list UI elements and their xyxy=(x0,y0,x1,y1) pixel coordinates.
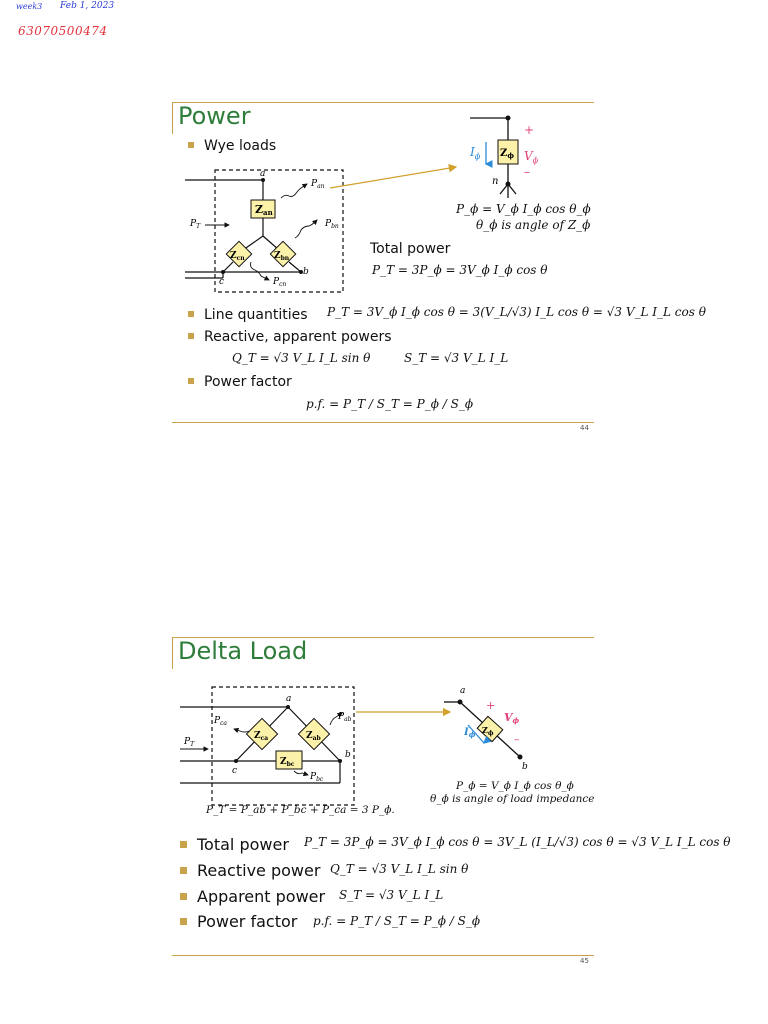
node-a: a xyxy=(286,694,291,704)
minus-sign: – xyxy=(514,733,520,746)
p-bc-label: Pbc xyxy=(309,772,324,783)
slide-delta-load: Delta Load Zca Zab Zbc a b c Pab xyxy=(0,635,768,970)
v-phi-label: Vϕ xyxy=(524,149,539,165)
node-b: b xyxy=(303,267,309,277)
minus-sign: – xyxy=(524,165,530,179)
callout-arrow xyxy=(329,164,458,189)
eq-reactive: Q_T = √3 V_L I_L sin θ xyxy=(232,351,371,365)
node-a: a xyxy=(260,169,265,179)
page-number: 45 xyxy=(580,957,589,965)
i-phi-label: Iϕ xyxy=(463,727,476,739)
z-ab-label: Zab xyxy=(306,731,321,742)
i-phi-label: Iϕ xyxy=(469,145,481,161)
slide-title: Delta Load xyxy=(178,637,308,665)
load-boundary-box xyxy=(211,686,355,806)
slide-power: Power Wye loads Zan Zcn Zbn a xyxy=(0,100,768,435)
eq-total-power: P_T = 3P_ϕ = 3V_ϕ I_ϕ cos θ = 3V_L (I_L/… xyxy=(304,835,731,849)
node-b: b xyxy=(522,762,528,771)
z-cn-box xyxy=(225,240,253,268)
eq-angle-note: θ_ϕ is angle of Z_ϕ xyxy=(476,218,591,232)
handwritten-date: Feb 1, 2023 xyxy=(60,1,115,11)
load-boundary-box xyxy=(214,169,344,293)
bullet-reactive-apparent: Reactive, apparent powers xyxy=(188,329,392,345)
wye-load-diagram: Zan Zcn Zbn a b c Pan Pbn Pcn PT xyxy=(185,169,344,293)
total-power-label: Total power xyxy=(370,241,451,257)
z-bc-label: Zbc xyxy=(280,757,295,768)
eq-angle-note: θ_ϕ is angle of load impedance xyxy=(430,793,595,805)
eq-reactive: Q_T = √3 V_L I_L sin θ xyxy=(330,862,469,876)
eq-power-sum: P_T = P_ab + P_bc + P_ca = 3 P_ϕ. xyxy=(206,804,395,816)
bullet-apparent-power: Apparent power xyxy=(180,887,325,906)
z-ca-label: Zca xyxy=(254,731,268,742)
p-ca-label: Pca xyxy=(213,716,227,727)
node-c: c xyxy=(232,766,237,776)
callout-arrow xyxy=(356,707,452,717)
z-phi-label: Zϕ xyxy=(500,148,514,160)
bullet-line-quantities: Line quantities xyxy=(188,307,308,323)
eq-total-power: P_T = 3P_ϕ = 3V_ϕ I_ϕ cos θ xyxy=(372,263,548,277)
bullet-power-factor: Power factor xyxy=(180,912,297,931)
z-bn-box xyxy=(269,240,297,268)
node-b: b xyxy=(345,750,351,760)
bottom-rule xyxy=(172,955,594,956)
p-t-label: PT xyxy=(183,737,195,748)
eq-power-factor: p.f. = P_T / S_T = P_ϕ / S_ϕ xyxy=(306,397,473,411)
z-ab-box xyxy=(297,717,331,751)
v-phi-label: Vϕ xyxy=(504,711,520,725)
z-ca-box xyxy=(245,717,279,751)
eq-power-factor: p.f. = P_T / S_T = P_ϕ / S_ϕ xyxy=(313,914,480,928)
p-bn-label: Pbn xyxy=(324,219,339,230)
eq-apparent: S_T = √3 V_L I_L xyxy=(404,351,509,365)
bottom-rule xyxy=(172,422,594,423)
bullet-total-power: Total power xyxy=(180,835,289,854)
z-bn-label: Zbn xyxy=(274,251,290,262)
p-cn-label: Pcn xyxy=(272,277,286,288)
title-rule xyxy=(172,102,594,103)
z-phi-box xyxy=(476,715,504,743)
title-left-rule xyxy=(172,637,173,669)
z-bc-box xyxy=(275,750,303,770)
page-number: 44 xyxy=(580,424,589,432)
title-rule xyxy=(172,637,594,638)
phase-element-diagram: Zϕ Iϕ + Vϕ – a b xyxy=(444,686,528,771)
eq-apparent: S_T = √3 V_L I_L xyxy=(339,888,444,902)
title-left-rule xyxy=(172,102,173,134)
eq-phase-power: P_ϕ = V_ϕ I_ϕ cos θ_ϕ xyxy=(456,202,591,216)
node-a: a xyxy=(460,686,465,696)
handwritten-student-id: 63070500474 xyxy=(18,24,108,38)
node-n: n xyxy=(492,176,498,187)
delta-load-diagram: Zca Zab Zbc a b c Pab Pca Pbc PT xyxy=(180,686,355,806)
node-c: c xyxy=(219,277,224,287)
p-an-label: Pan xyxy=(310,179,325,190)
phase-element-diagram: Zϕ Iϕ + Vϕ – n xyxy=(469,115,539,198)
slide-title: Power xyxy=(178,102,251,130)
handwritten-week: week3 xyxy=(16,2,43,11)
bullet-wye-loads: Wye loads xyxy=(188,138,276,154)
bullet-power-factor: Power factor xyxy=(188,374,292,390)
eq-line-quantities: P_T = 3V_ϕ I_ϕ cos θ = 3(V_L/√3) I_L cos… xyxy=(327,305,706,319)
z-cn-label: Zcn xyxy=(230,251,245,262)
z-phi-label: Zϕ xyxy=(482,725,494,737)
p-ab-label: Pab xyxy=(337,712,352,723)
plus-sign: + xyxy=(486,699,495,712)
p-t-label: PT xyxy=(189,219,201,230)
eq-phase-power: P_ϕ = V_ϕ I_ϕ cos θ_ϕ xyxy=(456,780,574,792)
plus-sign: + xyxy=(524,123,534,137)
bullet-reactive-power: Reactive power xyxy=(180,861,320,880)
z-an-label: Zan xyxy=(255,203,273,217)
